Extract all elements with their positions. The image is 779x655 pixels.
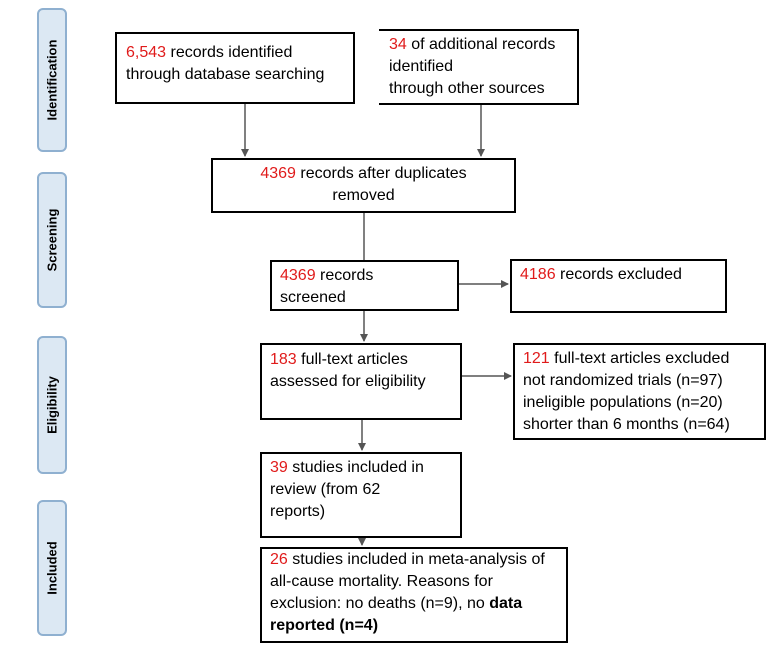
fulltext-excluded-text-1: full-text articles excluded [549,350,730,367]
fulltext-assessed-text-1: full-text articles [296,351,408,368]
review-text-3: reports) [270,503,326,520]
phase-screening: Screening [37,172,67,308]
other-records-text-2: identified [389,58,454,75]
fulltext-excluded-count: 121 [523,350,550,367]
fulltext-excluded-reason-2: ineligible populations (n=20) [523,394,723,411]
box-database-records: 6,543 records identified through databas… [115,32,355,104]
box-fulltext-excluded: 121 full-text articles excluded not rand… [513,343,766,440]
db-records-text-2: through database searching [126,66,325,83]
dedup-count: 4369 [260,165,296,182]
db-records-count: 6,543 [126,44,167,61]
db-records-text-1: records identified [166,44,293,61]
dedup-text-1: records after duplicates [295,165,467,182]
review-text-1: studies included in [287,459,424,476]
phase-included: Included [37,500,67,636]
fulltext-excluded-reason-1: not randomized trials (n=97) [523,372,723,389]
meta-count: 26 [270,551,288,568]
box-studies-in-review: 39 studies included in review (from 62 r… [260,452,462,538]
box-records-screened: 4369 records screened [270,260,459,311]
meta-text-3: exclusion: no deaths (n=9), no [270,595,490,612]
screened-text-1: records [315,267,374,284]
review-text-2: review (from 62 [270,481,381,498]
other-records-count: 34 [389,36,407,53]
screened-text-2: screened [280,289,346,306]
meta-text-4-bold: reported (n=4) [270,617,379,634]
phase-eligibility: Eligibility [37,336,67,474]
other-records-text-3: through other sources [389,80,545,97]
meta-text-3-bold: data [489,595,523,612]
box-meta-analysis: 26 studies included in meta-analysis of … [260,547,568,643]
phase-identification: Identification [37,8,67,152]
review-count: 39 [270,459,288,476]
box-fulltext-assessed: 183 full-text articles assessed for elig… [260,343,462,420]
box-after-duplicates: 4369 records after duplicates removed [211,158,516,213]
dedup-text-2: removed [332,187,395,204]
meta-text-1: studies included in meta-analysis of [287,551,545,568]
fulltext-assessed-text-2: assessed for eligibility [270,373,426,390]
excluded-count: 4186 [520,266,556,283]
screened-count: 4369 [280,267,316,284]
fulltext-assessed-count: 183 [270,351,297,368]
meta-text-2: all-cause mortality. Reasons for [270,573,493,590]
other-records-text-1: of additional records [406,36,556,53]
box-records-excluded: 4186 records excluded [510,259,727,313]
excluded-text-1: records excluded [555,266,682,283]
fulltext-excluded-reason-3: shorter than 6 months (n=64) [523,416,730,433]
